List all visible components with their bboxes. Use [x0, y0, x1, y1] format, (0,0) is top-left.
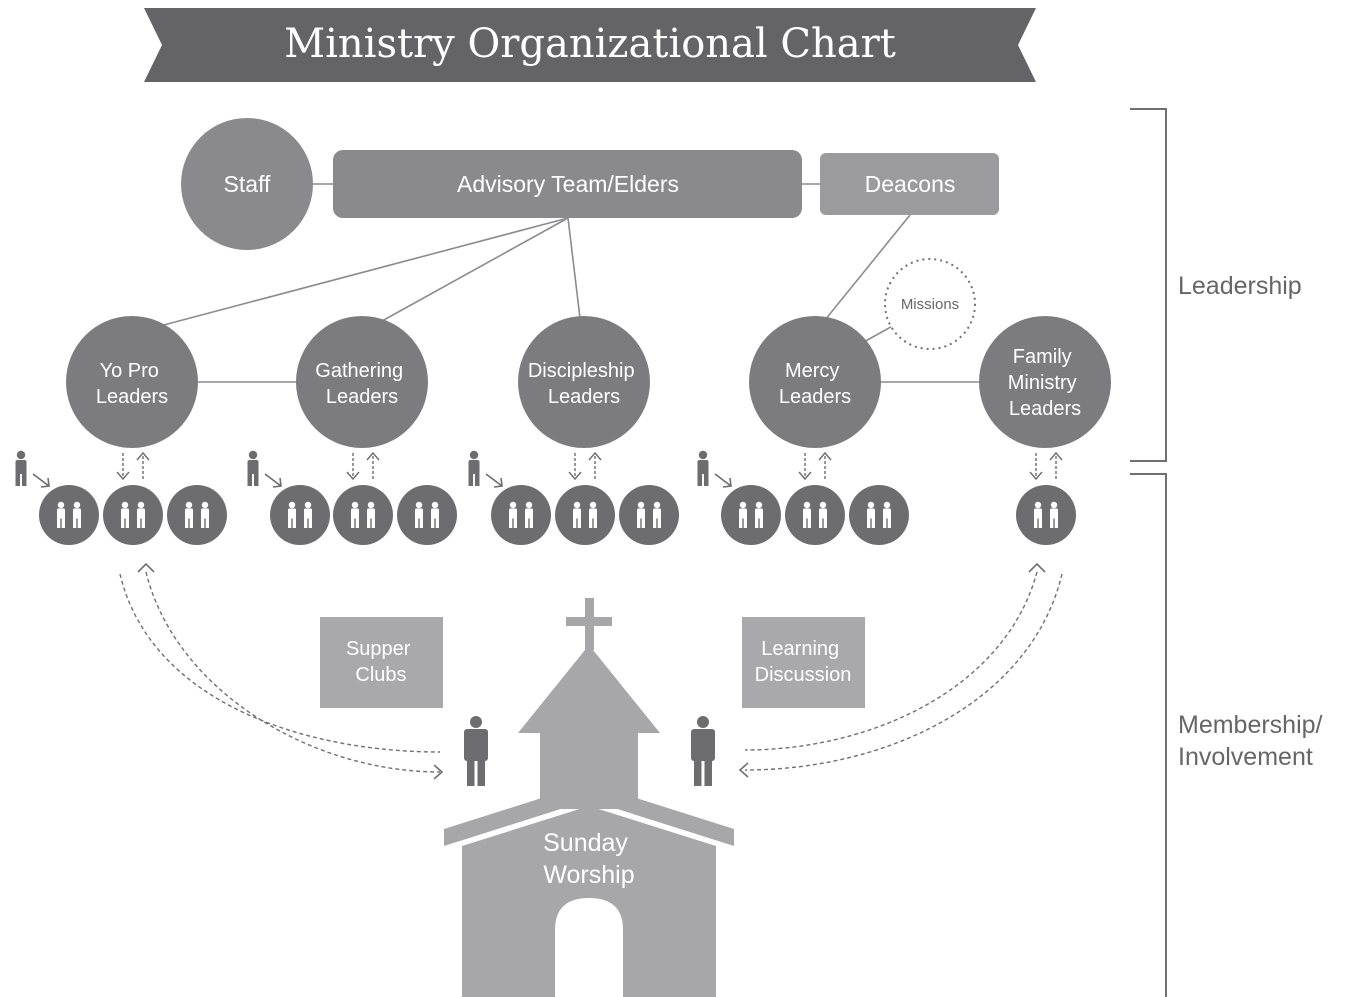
svg-text:Gathering Leaders: Gathering Leaders	[315, 360, 408, 408]
title-banner: Ministry Organizational Chart	[144, 8, 1036, 82]
family-ministry-leaders-node: Family Ministry Leaders	[979, 316, 1111, 448]
svg-text:Mercy Leaders: Mercy Leaders	[779, 360, 851, 408]
arrow-down-right-icon	[485, 473, 503, 488]
small-group-icon	[39, 485, 99, 545]
family-label-line2: Ministry	[1008, 372, 1077, 394]
up-down-arrows-icon	[346, 451, 380, 481]
church-label-line1: Sunday	[543, 829, 628, 857]
up-down-arrows-icon	[116, 451, 150, 481]
small-group-icon	[619, 485, 679, 545]
section-brackets	[1130, 108, 1167, 997]
gathering-leaders-node: Gathering Leaders	[296, 316, 428, 448]
flow-arrows	[119, 571, 1063, 773]
group-leader-icon	[247, 450, 259, 486]
discipleship-leaders-node: Discipleship Leaders	[518, 316, 650, 448]
mercy-label-line2: Leaders	[779, 386, 851, 408]
learning-discussion-line1: Learning	[761, 638, 839, 660]
small-group-icon	[849, 485, 909, 545]
deacons-label: Deacons	[865, 171, 956, 197]
connectors	[159, 183, 982, 383]
discipleship-label-line2: Leaders	[548, 386, 620, 408]
leadership-bracket	[1130, 108, 1167, 462]
chevron-up-icon	[1028, 562, 1046, 573]
advisory-team-node: Advisory Team/Elders	[333, 150, 802, 218]
svg-text:Supper Clubs: Supper Clubs	[346, 638, 416, 686]
supper-clubs-line2: Clubs	[355, 664, 406, 686]
yopro-leaders-node: Yo Pro Leaders	[66, 316, 198, 448]
membership-label-line2: Involvement	[1178, 743, 1313, 771]
flow-arrow-left-outer	[119, 573, 441, 753]
up-down-arrows-icon	[568, 451, 602, 481]
deacons-node: Deacons	[820, 153, 999, 215]
missions-label: Missions	[901, 296, 959, 313]
flow-arrow-right-inner	[744, 573, 1063, 771]
small-group-icon	[397, 485, 457, 545]
person-icon	[464, 716, 488, 786]
arrow-down-right-icon	[264, 473, 282, 488]
church-label-line2: Worship	[543, 861, 634, 889]
flow-arrow-right-outer	[744, 571, 1038, 751]
svg-text:Learning Discussion: Learning Discussion	[755, 638, 852, 686]
learning-discussion-box: Learning Discussion	[742, 617, 865, 708]
flow-arrow-left-inner	[145, 571, 441, 773]
small-group-icon	[333, 485, 393, 545]
discipleship-label-line1: Discipleship	[528, 360, 635, 382]
family-label-line3: Leaders	[1009, 398, 1081, 420]
svg-text:Sunday Worship: Sunday Worship	[543, 829, 635, 889]
staff-node: Staff	[181, 118, 313, 250]
small-group-icon	[270, 485, 330, 545]
svg-text:Yo Pro Leaders: Yo Pro Leaders	[96, 360, 168, 408]
mercy-label-line1: Mercy	[785, 360, 839, 382]
svg-text:Membership/ Involvement: Membership/ Involvement	[1178, 711, 1329, 771]
flow-arrowheads	[137, 562, 1046, 780]
mercy-leaders-node: Mercy Leaders	[749, 316, 881, 448]
group-leader-icon	[697, 450, 709, 486]
small-group-icon	[785, 485, 845, 545]
learning-discussion-line2: Discussion	[755, 664, 852, 686]
membership-label-line1: Membership/	[1178, 711, 1323, 739]
small-group-icon	[555, 485, 615, 545]
small-group-icon	[721, 485, 781, 545]
person-icon	[691, 716, 715, 786]
supper-clubs-box: Supper Clubs	[320, 617, 443, 708]
chevron-up-icon	[137, 562, 155, 573]
chevron-left-icon	[738, 762, 749, 778]
svg-text:Family Ministry Le: Family Ministry Leaders	[1008, 346, 1082, 420]
supper-clubs-line1: Supper	[346, 638, 411, 660]
gathering-label-line1: Gathering	[315, 360, 403, 382]
chevron-right-icon	[433, 764, 444, 780]
yopro-label-line1: Yo Pro	[100, 360, 159, 382]
yopro-label-line2: Leaders	[96, 386, 168, 408]
small-group-icon	[1016, 485, 1076, 545]
church-door	[555, 898, 623, 997]
gathering-label-line2: Leaders	[326, 386, 398, 408]
page-title: Ministry Organizational Chart	[284, 21, 896, 67]
missions-node: Missions	[884, 258, 976, 350]
group-leader-icon	[15, 450, 27, 486]
small-groups	[15, 450, 1076, 545]
arrow-down-right-icon	[32, 473, 50, 488]
up-down-arrows-icon	[1029, 451, 1063, 481]
advisory-team-label: Advisory Team/Elders	[457, 171, 679, 197]
svg-text:Discipleship Leaders: Discipleship Leaders	[528, 360, 640, 408]
membership-bracket	[1130, 473, 1167, 997]
small-group-icon	[167, 485, 227, 545]
family-label-line1: Family	[1013, 346, 1072, 368]
leadership-section-label: Leadership	[1178, 272, 1302, 300]
small-group-icon	[103, 485, 163, 545]
staff-label: Staff	[224, 171, 271, 197]
small-group-icon	[491, 485, 551, 545]
group-leader-icon	[468, 450, 480, 486]
up-down-arrows-icon	[798, 451, 832, 481]
arrow-down-right-icon	[714, 473, 732, 488]
